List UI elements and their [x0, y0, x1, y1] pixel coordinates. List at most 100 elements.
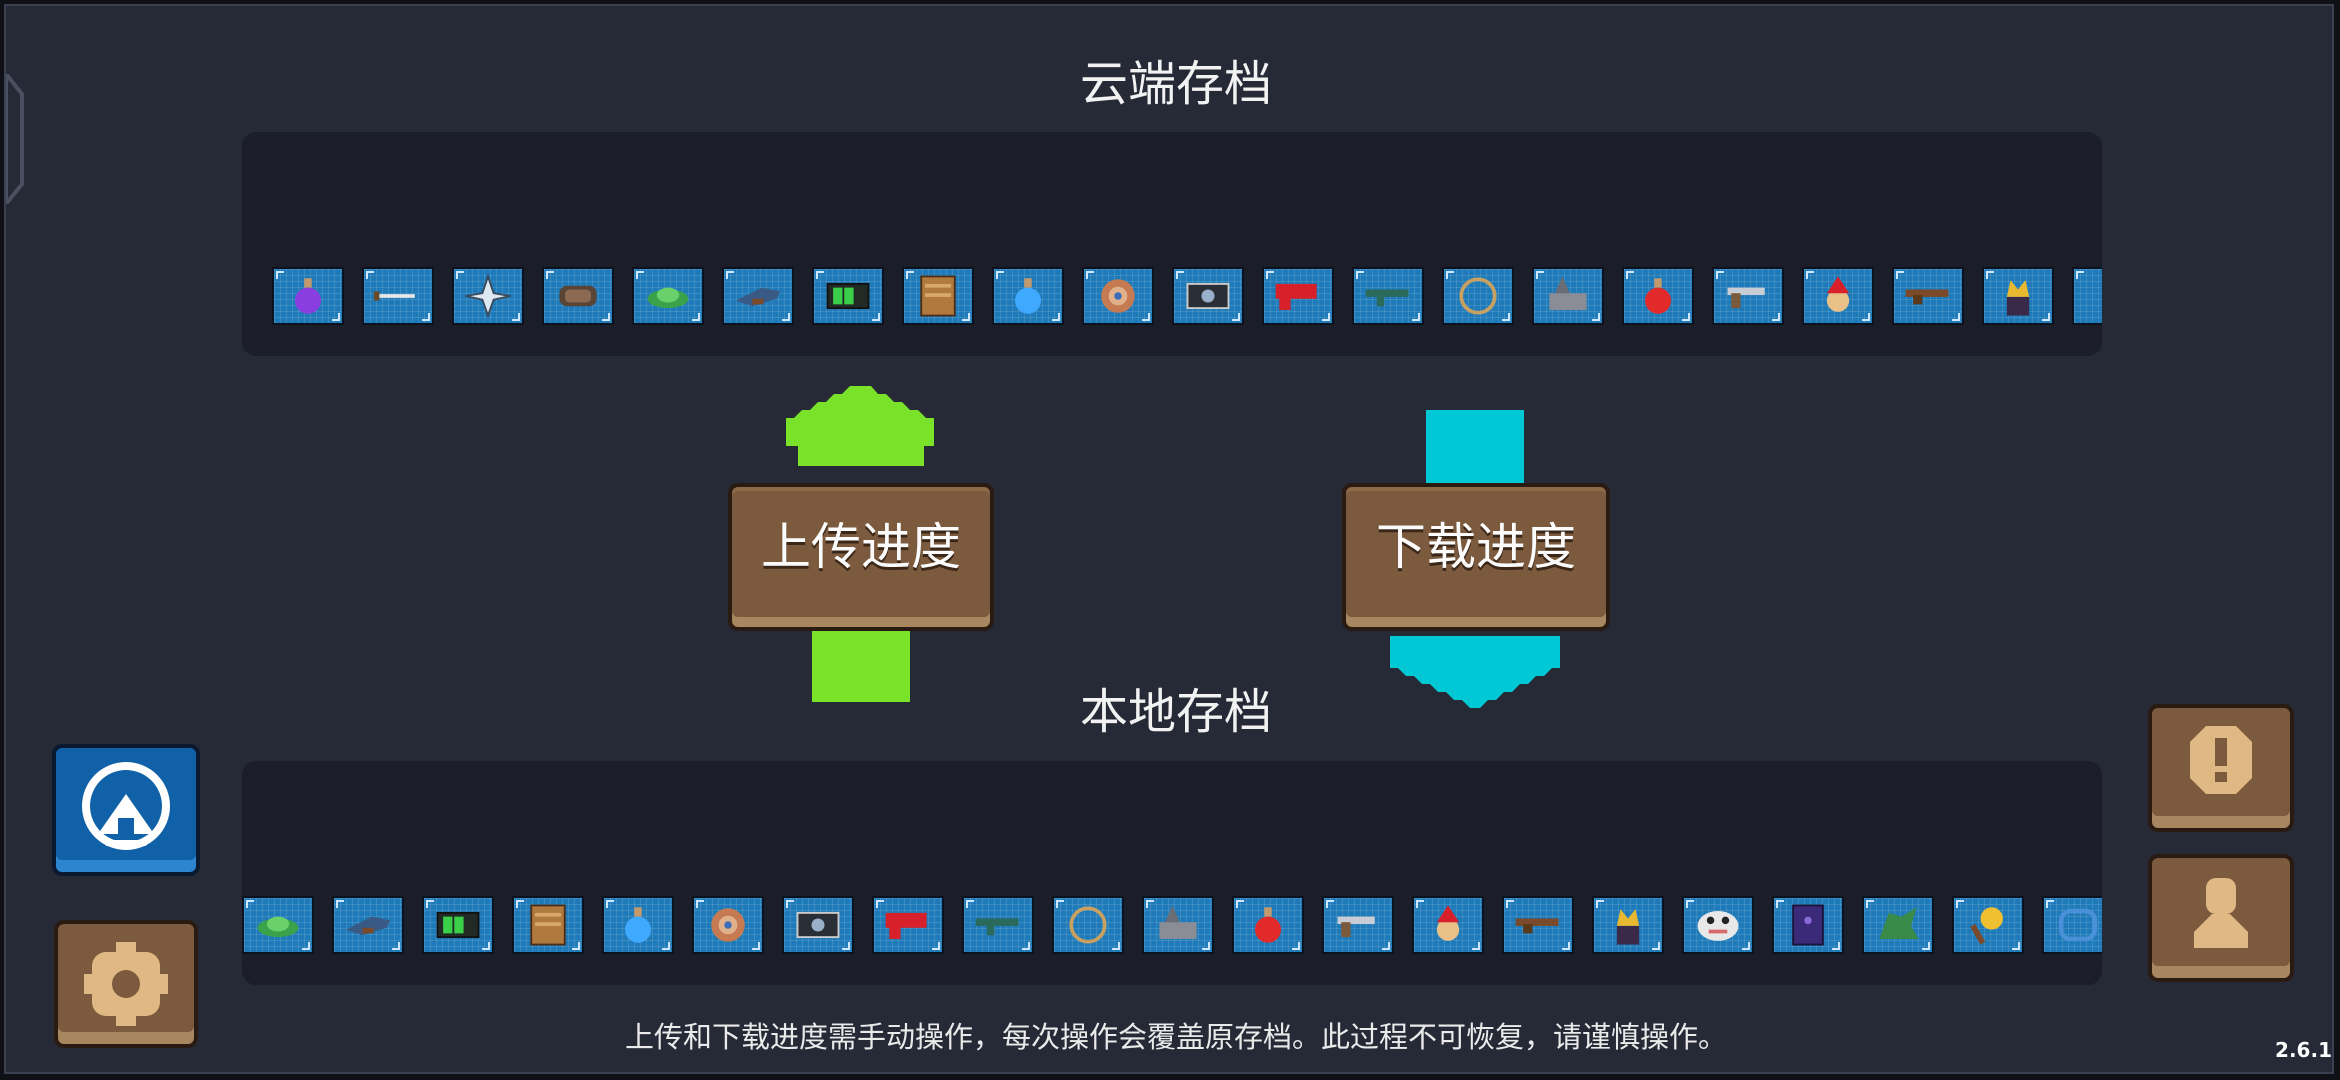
warning-note: 上传和下载进度需手动操作，每次操作会覆盖原存档。此过程不可恢复，请谨慎操作。: [624, 1020, 1727, 1054]
round-shield-icon: [1101, 279, 1135, 313]
item-slot-blue-potion: [602, 896, 674, 954]
brown-rifle-icon: [1515, 918, 1559, 934]
user-icon: [2194, 878, 2248, 948]
battery-icon: [826, 282, 870, 310]
item-slot-partial-item: [2072, 267, 2102, 325]
item-slot-red-hat-character: [1412, 896, 1484, 954]
download-progress-button[interactable]: 下载进度: [1342, 483, 1610, 631]
version-label: 2.6.1: [2275, 1038, 2332, 1062]
red-potion-icon: [1644, 278, 1672, 314]
item-slot-wooden-crate: [512, 896, 584, 954]
crown-pedestal-icon: [2006, 280, 2030, 316]
item-slot-battery: [422, 896, 494, 954]
gear-icon: [84, 942, 168, 1026]
mech-creature-icon: [1549, 276, 1587, 310]
crown-pedestal-icon: [1616, 909, 1640, 945]
item-slot-mech-creature: [1142, 896, 1214, 954]
brown-rifle-icon: [1905, 289, 1949, 305]
red-hat-character-icon: [1826, 276, 1850, 312]
revolver-icon: [1337, 916, 1375, 938]
upload-progress-button[interactable]: 上传进度: [728, 483, 994, 631]
camera-icon: [796, 911, 840, 939]
item-slot-green-helmet: [632, 267, 704, 325]
green-dragon-icon: [1879, 907, 1919, 939]
item-slot-crown-pedestal: [1982, 267, 2054, 325]
account-button[interactable]: [2148, 854, 2294, 982]
green-rifle-icon: [975, 918, 1019, 936]
item-slot-purple-potion: [272, 267, 344, 325]
item-slot-blue-rifle: [332, 896, 404, 954]
item-slot-camera: [782, 896, 854, 954]
item-slot-sword: [362, 267, 434, 325]
upload-progress-label: 上传进度: [761, 518, 961, 576]
battery-icon: [436, 911, 480, 939]
frog-face-icon: [1697, 911, 1739, 941]
item-slot-green-rifle: [962, 896, 1034, 954]
item-slot-shuriken: [452, 267, 524, 325]
lasso-ring-icon: [1459, 277, 1497, 315]
item-slot-blue-rifle: [722, 267, 794, 325]
item-slot-green-dragon: [1862, 896, 1934, 954]
item-slot-round-shield: [692, 896, 764, 954]
revolver-icon: [1727, 287, 1765, 309]
item-slot-lasso-ring: [1052, 896, 1124, 954]
wooden-crate-icon: [530, 904, 566, 946]
red-blaster-icon: [885, 912, 927, 939]
hexagon-edge-icon: [6, 74, 24, 204]
lasso-ring-icon: [1069, 906, 1107, 944]
upload-arrow-icon: [786, 386, 934, 702]
cloud-save-title: 云端存档: [1079, 56, 1272, 112]
item-slot-battery: [812, 267, 884, 325]
item-slot-mech-creature: [1532, 267, 1604, 325]
item-slot-blue-potion: [992, 267, 1064, 325]
item-slot-frog-face: [1682, 896, 1754, 954]
item-slot-purple-door: [1772, 896, 1844, 954]
taptap-logo-icon: [82, 762, 170, 850]
download-progress-label: 下载进度: [1376, 518, 1576, 576]
item-slot-red-blaster: [872, 896, 944, 954]
item-slot-red-potion: [1232, 896, 1304, 954]
item-slot-red-hat-character: [1802, 267, 1874, 325]
local-save-title: 本地存档: [1079, 684, 1272, 740]
mech-creature-icon: [1159, 905, 1197, 939]
shuriken-icon: [465, 273, 511, 319]
blue-rifle-icon: [345, 916, 391, 936]
item-slot-camera: [1172, 267, 1244, 325]
golden-torch-icon: [1970, 907, 2003, 945]
download-arrow-icon: [1390, 410, 1560, 708]
notice-button[interactable]: [2148, 704, 2294, 832]
camera-icon: [1186, 282, 1230, 310]
item-slot-revolver: [1712, 267, 1784, 325]
item-slot-armor-coil: [542, 267, 614, 325]
purple-door-icon: [1792, 904, 1824, 946]
item-slot-green-helmet: [242, 896, 314, 954]
wooden-crate-icon: [920, 275, 956, 317]
red-hat-character-icon: [1436, 905, 1460, 941]
item-slot-round-shield: [1082, 267, 1154, 325]
item-slot-red-blaster: [1262, 267, 1334, 325]
red-potion-icon: [1254, 907, 1282, 943]
game-screen: 云端存档 上传进度 下载进度 本地存档 上传和下载进度需手动操作，每次操作会覆盖…: [4, 4, 2334, 1074]
local-save-panel: [242, 761, 2102, 985]
taptap-button[interactable]: [52, 744, 200, 876]
blue-ring-icon: [2058, 908, 2098, 942]
blue-potion-icon: [1014, 278, 1042, 314]
item-slot-lasso-ring: [1442, 267, 1514, 325]
sword-icon: [373, 291, 415, 301]
red-blaster-icon: [1275, 283, 1317, 310]
green-helmet-icon: [257, 916, 299, 938]
settings-button[interactable]: [54, 920, 198, 1048]
green-helmet-icon: [647, 287, 689, 309]
purple-potion-icon: [294, 278, 322, 314]
item-slot-brown-rifle: [1502, 896, 1574, 954]
exclamation-icon: [2190, 726, 2252, 794]
blue-rifle-icon: [735, 287, 781, 307]
item-slot-crown-pedestal: [1592, 896, 1664, 954]
partial-item-icon: [2074, 269, 2102, 323]
item-slot-green-rifle: [1352, 267, 1424, 325]
armor-coil-icon: [559, 285, 597, 307]
cloud-save-panel: [242, 132, 2102, 356]
blue-potion-icon: [624, 907, 652, 943]
item-slot-red-potion: [1622, 267, 1694, 325]
item-slot-blue-ring: [2042, 896, 2102, 954]
